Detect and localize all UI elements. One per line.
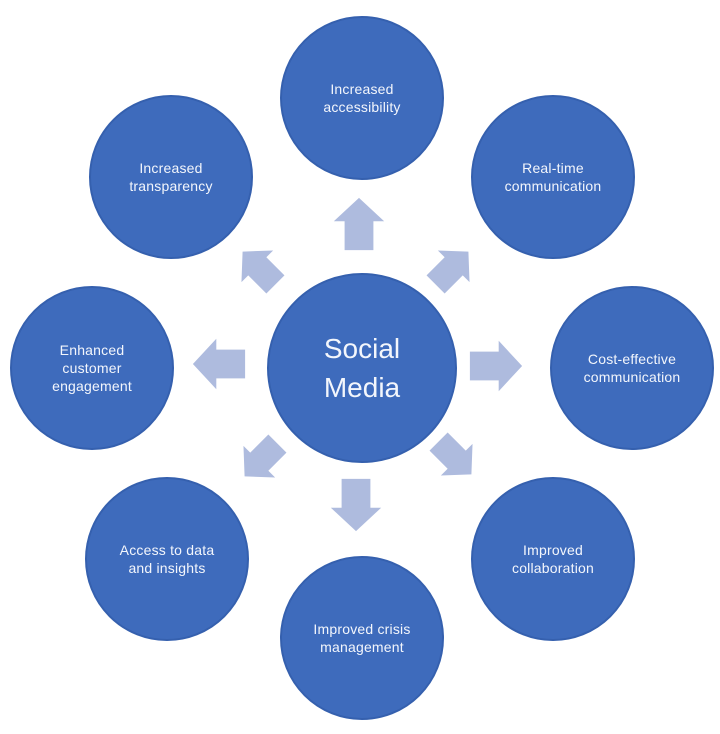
node-improved-collaboration: Improved collaboration xyxy=(471,477,635,641)
node-label: Cost-effective communication xyxy=(583,350,681,385)
node-label: Increased accessibility xyxy=(323,80,401,115)
arrow-down-right-icon xyxy=(429,432,473,476)
node-access-to-data-and-insights: Access to data and insights xyxy=(85,477,249,641)
node-social-media-label: Social Media xyxy=(323,332,401,403)
node-improved-crisis-management: Improved crisis management xyxy=(280,556,444,720)
arrow-up-icon xyxy=(333,197,385,251)
node-increased-transparency: Increased transparency xyxy=(89,95,253,259)
node-enhanced-customer-engagement: Enhanced customer engagement xyxy=(10,286,174,450)
arrow-right-icon xyxy=(469,340,523,392)
node-social-media: Social Media xyxy=(267,273,457,463)
arrow-down-left-icon xyxy=(243,434,287,478)
node-label: Access to data and insights xyxy=(119,541,215,576)
node-increased-accessibility: Increased accessibility xyxy=(280,16,444,180)
node-label: Increased transparency xyxy=(129,159,213,194)
node-label: Improved crisis management xyxy=(313,620,411,655)
arrow-left-icon xyxy=(192,338,246,390)
arrow-up-right-icon xyxy=(426,250,470,294)
node-label: Improved collaboration xyxy=(512,541,594,576)
node-cost-effective-communication: Cost-effective communication xyxy=(550,286,714,450)
node-real-time-communication: Real-time communication xyxy=(471,95,635,259)
arrow-down-icon xyxy=(330,478,382,532)
node-label: Enhanced customer engagement xyxy=(52,341,132,395)
node-label: Real-time communication xyxy=(504,159,602,194)
arrow-up-left-icon xyxy=(241,250,285,294)
